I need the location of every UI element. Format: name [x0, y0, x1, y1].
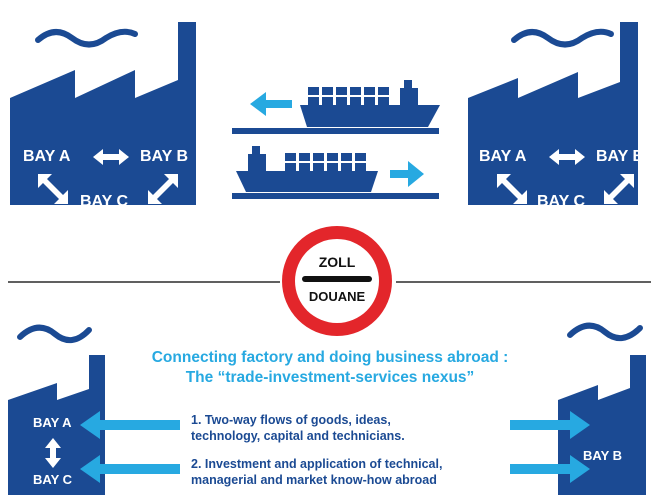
double-arrow-horizontal-icon — [93, 149, 129, 165]
bottom-left-factory — [8, 324, 105, 495]
customs-sign-top-text: ZOLL — [318, 254, 356, 270]
customs-sign-bottom-text: DOUANE — [308, 289, 366, 304]
bay-a-label: BAY A — [33, 415, 72, 430]
smoke-icon — [511, 28, 614, 48]
bay-b-label: BAY B — [596, 148, 645, 165]
arrow-left-icon — [250, 92, 292, 116]
bay-c-label: BAY C — [80, 193, 129, 210]
flow-point-1-line-1: 1. Two-way flows of goods, ideas, — [191, 413, 391, 427]
bay-c-label: BAY C — [537, 193, 586, 210]
arrow-left-icon — [80, 455, 180, 483]
bay-c-label: BAY C — [33, 472, 73, 487]
smoke-icon — [17, 324, 92, 343]
arrow-right-icon — [390, 161, 424, 187]
double-arrow-diagonal-icon — [148, 174, 178, 204]
ship-inbound-icon — [232, 146, 439, 199]
arrow-right-icon — [510, 411, 590, 439]
top-right-factory — [468, 22, 638, 205]
caption-line-2: The “trade-investment-services nexus” — [185, 369, 475, 386]
customs-sign-icon — [282, 226, 392, 336]
bay-b-label: BAY B — [583, 448, 623, 463]
flow-point-1: 1. Two-way flows of goods, ideas, techno… — [191, 412, 405, 444]
bay-b-label: BAY B — [140, 148, 189, 165]
arrow-right-icon — [510, 455, 590, 483]
smoke-icon — [567, 322, 643, 341]
top-left-factory — [10, 22, 196, 205]
double-arrow-diagonal-icon — [38, 174, 68, 204]
caption-line-1: Connecting factory and doing business ab… — [151, 349, 509, 366]
double-arrow-diagonal-icon — [604, 174, 634, 204]
bottom-right-factory — [558, 322, 646, 495]
ship-outbound-icon — [232, 80, 440, 134]
bay-a-label: BAY A — [23, 148, 71, 165]
double-arrow-horizontal-icon — [549, 149, 585, 165]
flow-point-2-line-2: managerial and market know-how abroad — [191, 473, 437, 487]
double-arrow-vertical-icon — [45, 438, 61, 468]
smoke-icon — [35, 28, 138, 48]
top-left-arrows — [38, 149, 178, 204]
flow-point-2-line-1: 2. Investment and application of technic… — [191, 457, 443, 471]
flow-point-1-line-2: technology, capital and technicians. — [191, 429, 405, 443]
flow-point-2: 2. Investment and application of technic… — [191, 456, 442, 488]
arrow-left-icon — [80, 411, 180, 439]
top-right-arrows — [497, 149, 634, 204]
double-arrow-diagonal-icon — [497, 174, 527, 204]
bay-a-label: BAY A — [479, 148, 527, 165]
